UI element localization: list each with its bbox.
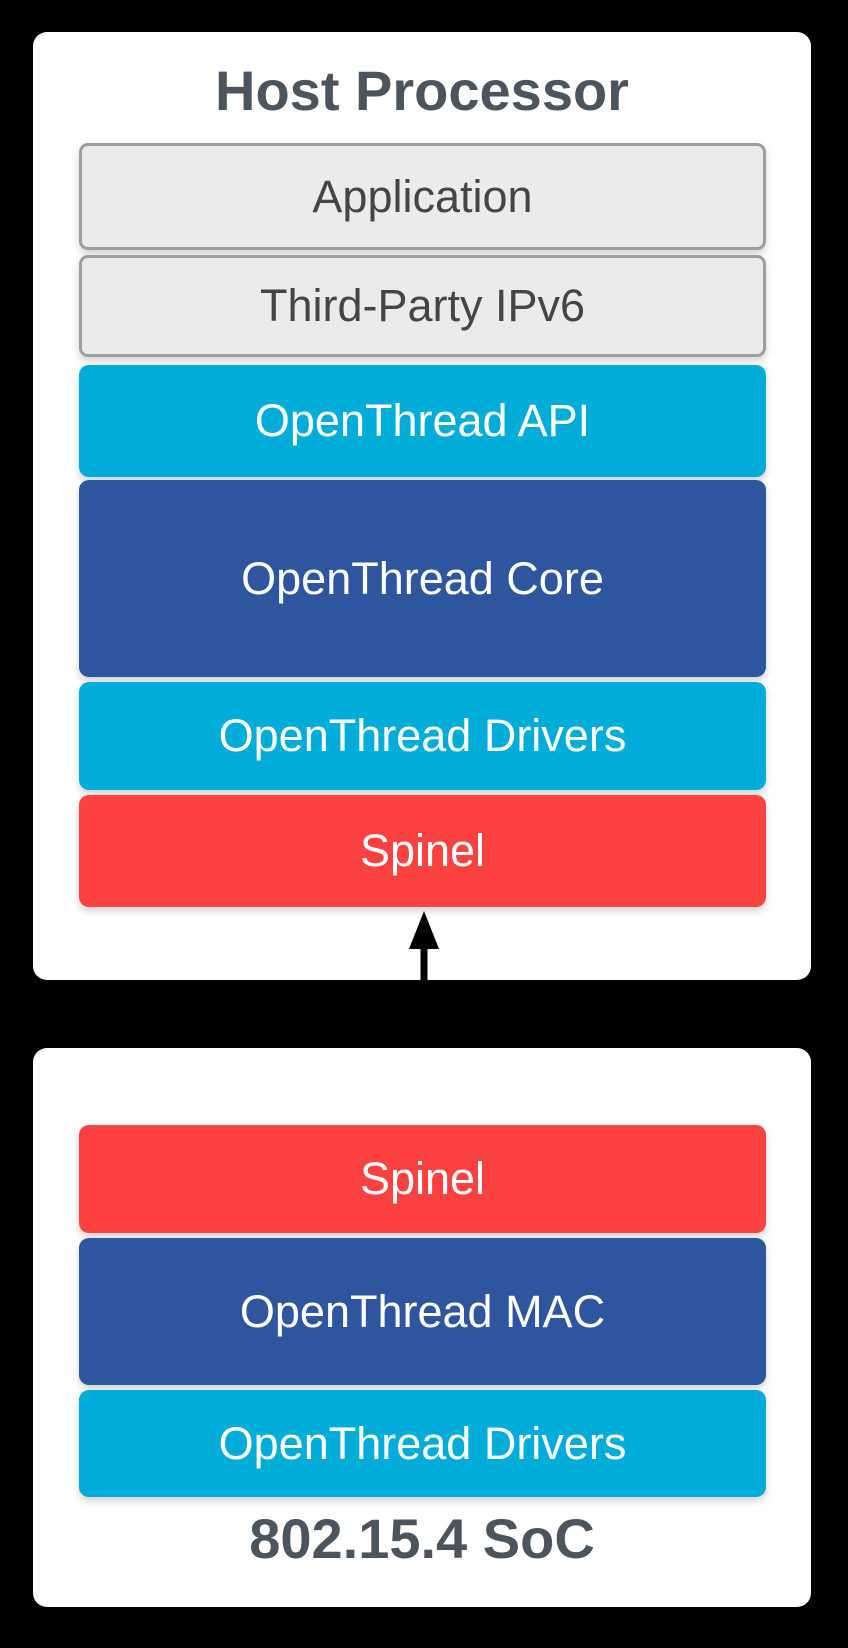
layer-spinel-host: Spinel <box>79 795 766 907</box>
layer-openthread-mac: OpenThread MAC <box>79 1238 766 1385</box>
layer-openthread-mac-label: OpenThread MAC <box>239 1285 606 1337</box>
layer-openthread-api: OpenThread API <box>79 365 766 477</box>
layer-third-party-ipv6: Third-Party IPv6 <box>79 255 766 357</box>
layer-openthread-drivers-host-label: OpenThread Drivers <box>218 710 627 761</box>
soc-panel: Spinel OpenThread MAC OpenThread Drivers… <box>33 1048 811 1607</box>
host-processor-title: Host Processor <box>215 59 629 122</box>
layer-openthread-drivers-soc-label: OpenThread Drivers <box>218 1417 627 1469</box>
layer-application-label: Application <box>312 170 533 222</box>
layer-openthread-core-label: OpenThread Core <box>241 552 604 604</box>
soc-title: 802.15.4 SoC <box>249 1507 595 1570</box>
layer-openthread-api-label: OpenThread API <box>254 395 591 446</box>
layer-third-party-ipv6-label: Third-Party IPv6 <box>259 280 586 331</box>
layer-application: Application <box>79 143 766 250</box>
layer-spinel-soc-label: Spinel <box>359 1153 486 1204</box>
host-processor-panel: Host Processor Application Third-Party I… <box>33 32 811 980</box>
layer-spinel-host-label: Spinel <box>359 825 486 876</box>
layer-spinel-soc: Spinel <box>79 1125 766 1233</box>
layer-openthread-drivers-soc: OpenThread Drivers <box>79 1390 766 1497</box>
layer-openthread-core: OpenThread Core <box>79 480 766 677</box>
layer-openthread-drivers-host: OpenThread Drivers <box>79 682 766 790</box>
